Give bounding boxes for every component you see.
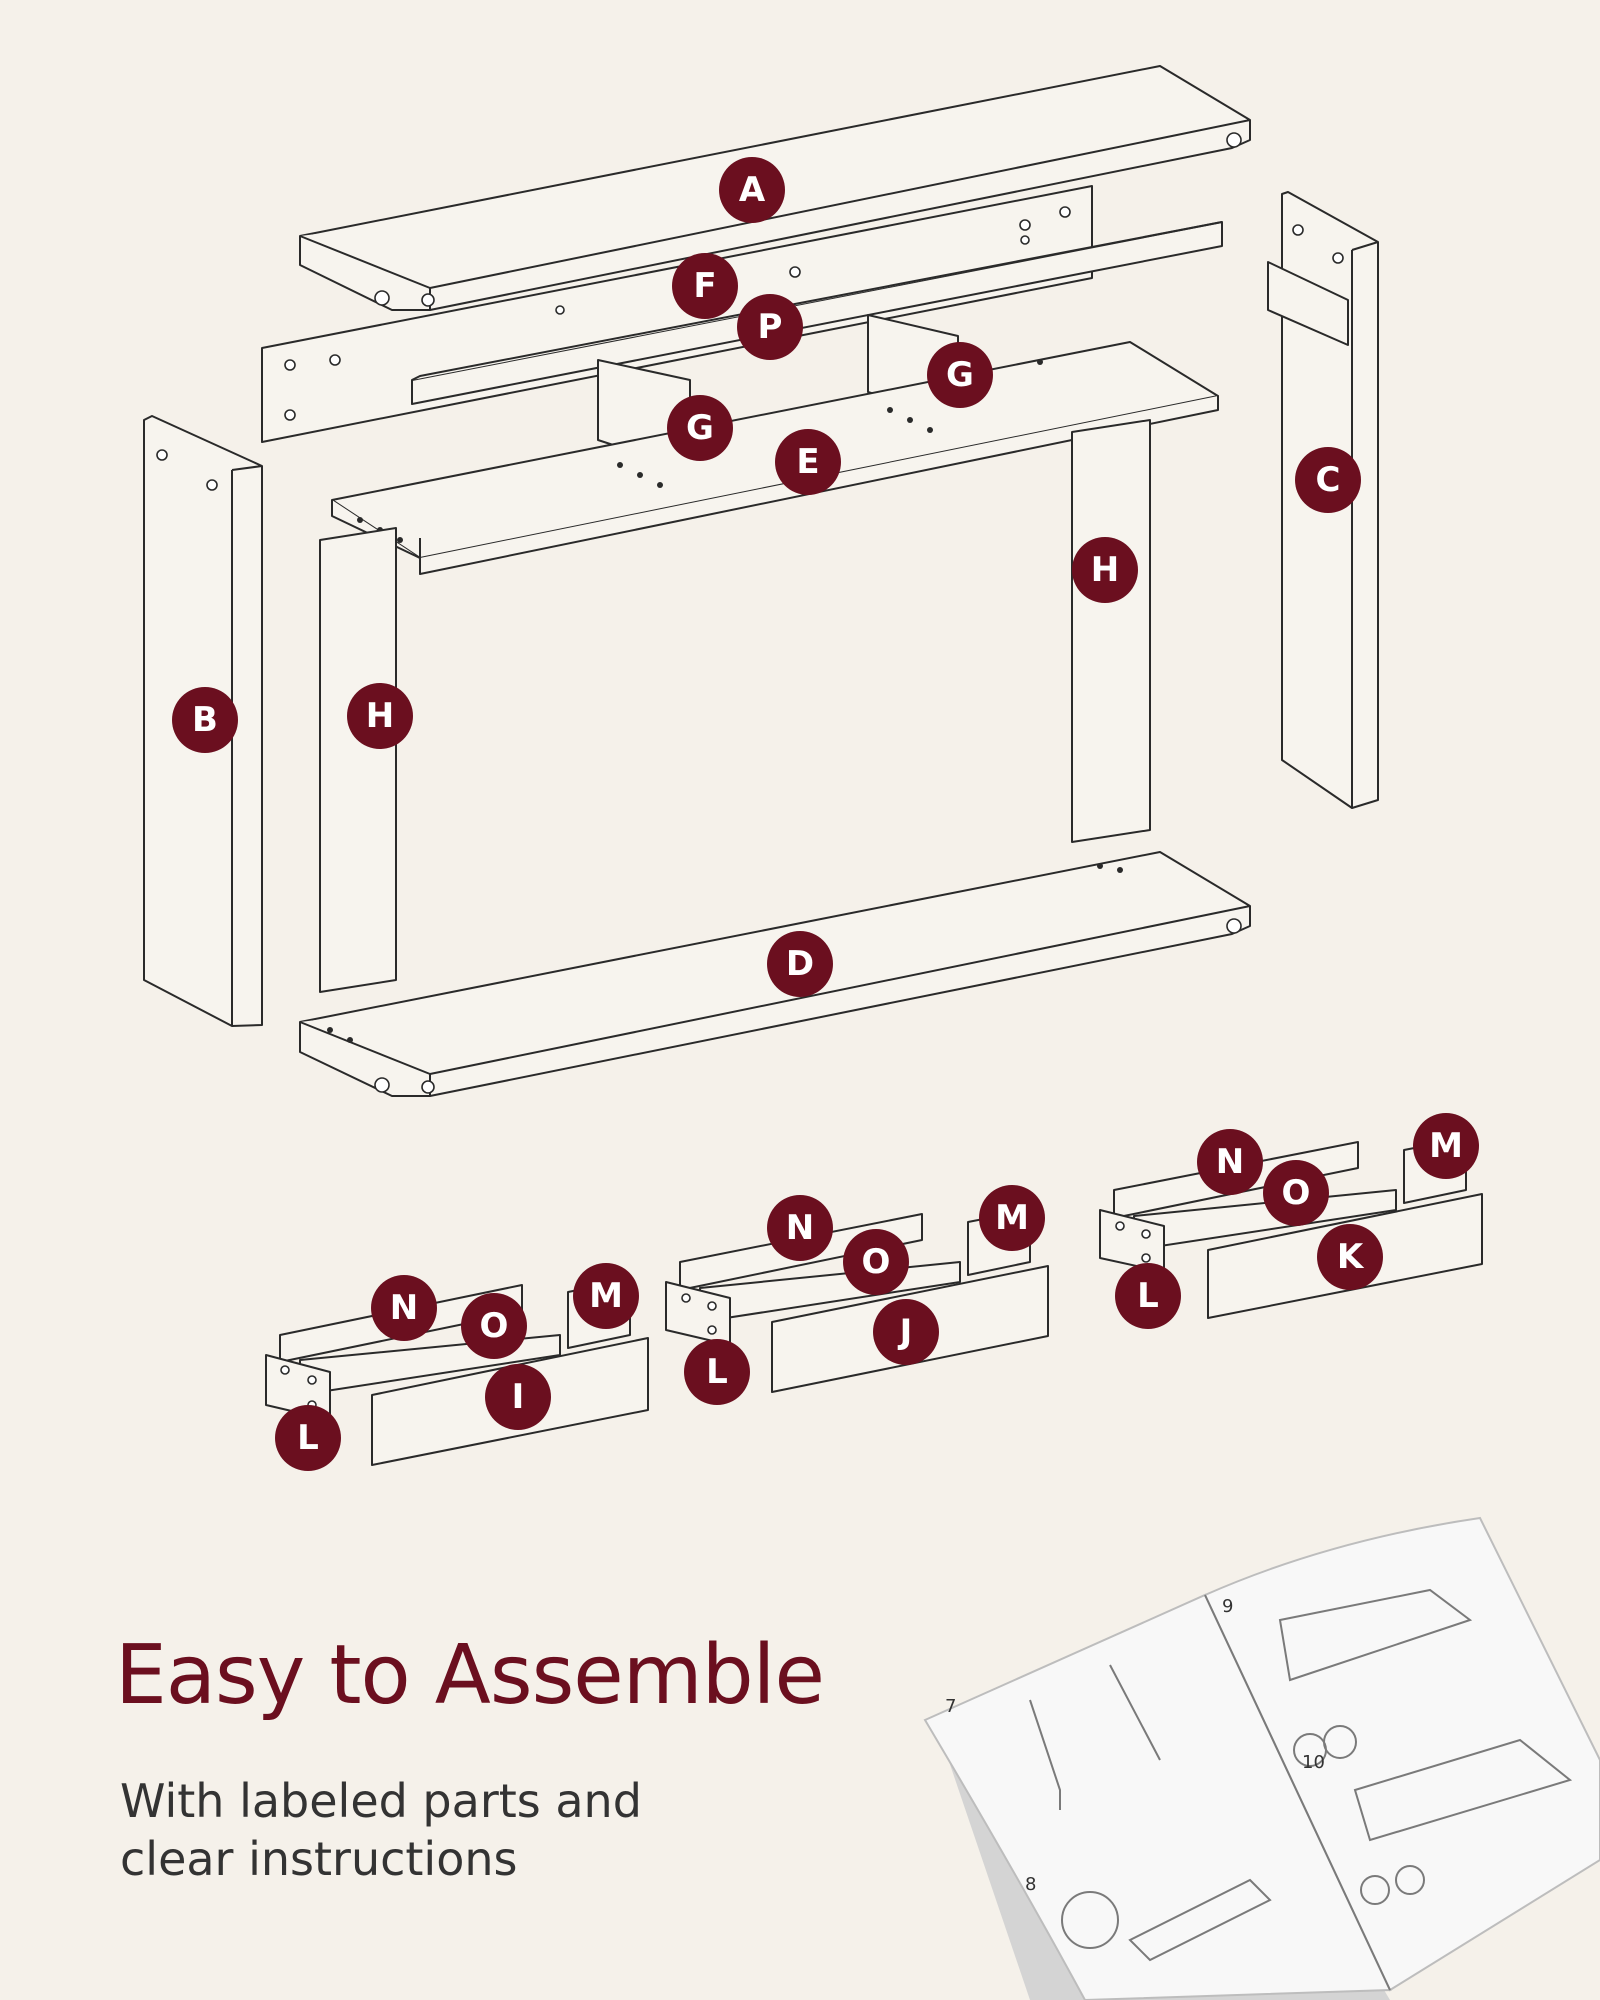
svg-text:G: G (686, 408, 714, 448)
svg-text:M: M (589, 1276, 623, 1316)
label-o-drawer-j: O (843, 1229, 909, 1295)
part-h-legs (319, 419, 1151, 993)
svg-text:H: H (1091, 550, 1119, 590)
label-m-drawer-j: M (979, 1185, 1045, 1251)
svg-text:L: L (297, 1418, 319, 1458)
label-j: J (873, 1299, 939, 1365)
svg-text:M: M (1429, 1126, 1463, 1166)
manual-page-8: 8 (1025, 1874, 1036, 1895)
svg-text:M: M (995, 1198, 1029, 1238)
label-h-right: H (1072, 537, 1138, 603)
svg-text:P: P (758, 307, 783, 347)
svg-text:D: D (786, 944, 814, 984)
svg-text:N: N (786, 1208, 814, 1248)
label-m-drawer-i: M (573, 1263, 639, 1329)
subline-line-2: clear instructions (120, 1832, 518, 1886)
label-e: E (775, 429, 841, 495)
subline-line-1: With labeled parts and (120, 1774, 642, 1828)
label-a: A (719, 157, 785, 223)
label-k: K (1317, 1224, 1383, 1290)
svg-text:F: F (693, 266, 716, 306)
label-n-drawer-i: N (371, 1275, 437, 1341)
svg-text:B: B (192, 700, 218, 740)
svg-text:N: N (390, 1288, 418, 1328)
label-l-drawer-k: L (1115, 1263, 1181, 1329)
svg-text:O: O (862, 1242, 891, 1282)
svg-text:H: H (366, 696, 394, 736)
subline: With labeled parts and clear instruction… (120, 1772, 740, 1888)
label-c: C (1295, 447, 1361, 513)
label-m-drawer-k: M (1413, 1113, 1479, 1179)
manual-page-10: 10 (1302, 1752, 1325, 1773)
svg-text:A: A (739, 170, 766, 210)
label-l-drawer-i: L (275, 1405, 341, 1471)
manual-page-9: 9 (1222, 1596, 1233, 1617)
label-g-left: G (667, 395, 733, 461)
label-i: I (485, 1364, 551, 1430)
label-p: P (737, 294, 803, 360)
label-f: F (672, 253, 738, 319)
svg-text:E: E (796, 442, 819, 482)
headline: Easy to Assemble (115, 1628, 825, 1723)
label-o-drawer-k: O (1263, 1160, 1329, 1226)
svg-text:L: L (706, 1352, 728, 1392)
svg-text:G: G (946, 355, 974, 395)
svg-text:K: K (1337, 1237, 1365, 1277)
svg-text:J: J (898, 1312, 913, 1352)
svg-text:O: O (480, 1306, 509, 1346)
label-l-drawer-j: L (684, 1339, 750, 1405)
instruction-manual-illustration: 7 8 9 10 (923, 1516, 1600, 2000)
svg-text:N: N (1216, 1142, 1244, 1182)
manual-right-page (1203, 1516, 1600, 1992)
label-b: B (172, 687, 238, 753)
part-p-rail (411, 221, 1223, 405)
svg-text:O: O (1282, 1173, 1311, 1213)
label-n-drawer-k: N (1197, 1129, 1263, 1195)
label-h-left: H (347, 683, 413, 749)
label-n-drawer-j: N (767, 1195, 833, 1261)
svg-text:C: C (1316, 460, 1341, 500)
svg-text:L: L (1137, 1276, 1159, 1316)
manual-page-7: 7 (945, 1696, 956, 1717)
svg-text:I: I (512, 1377, 525, 1417)
label-d: D (767, 931, 833, 997)
label-g-right: G (927, 342, 993, 408)
part-e-middle-shelf (331, 314, 1219, 575)
label-o-drawer-i: O (461, 1293, 527, 1359)
